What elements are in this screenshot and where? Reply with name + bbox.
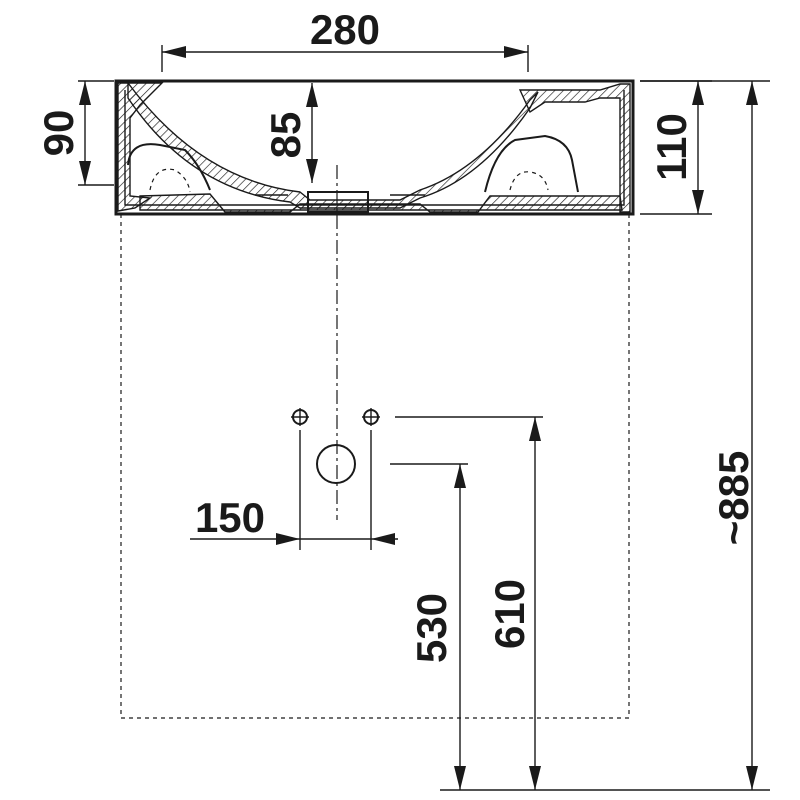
left-overflow-dashed [149,168,191,193]
installation-outline [120,214,630,719]
basin-section [114,79,635,216]
connections [291,408,380,550]
basin-inner-outline [124,90,625,206]
basin-outline [114,79,635,216]
dim-bowl-depth: 85 [262,83,318,183]
dim-total-height: ~885 [640,80,770,790]
right-overflow-dashed [509,171,549,191]
tap-left-marker [291,408,309,426]
bowl-curve-hatch [127,80,539,209]
left-wall-hatch [117,82,164,212]
dim-height-left: 90 [35,80,114,186]
dim-label-885: ~885 [710,451,757,546]
dim-label-90: 90 [35,110,82,157]
right-wall-hatch [518,83,631,213]
dim-label-110: 110 [648,113,695,181]
dim-label-610: 610 [486,579,533,649]
dim-label-150: 150 [195,494,265,541]
dim-tap-spacing: 150 [190,494,398,545]
dim-tap-height: 610 [395,416,543,790]
left-overflow-channel [127,143,211,191]
dim-height-right: 110 [640,80,712,215]
dim-label-530: 530 [408,593,455,663]
tap-right-marker [362,408,380,426]
dim-label-85: 85 [262,112,309,159]
drain-outlet [307,191,369,213]
dim-label-280: 280 [310,6,380,53]
dim-width-top: 280 [161,6,529,72]
right-overflow-channel [484,134,579,193]
dim-outlet-height: 530 [390,463,468,790]
waste-outlet-circle [316,444,356,484]
